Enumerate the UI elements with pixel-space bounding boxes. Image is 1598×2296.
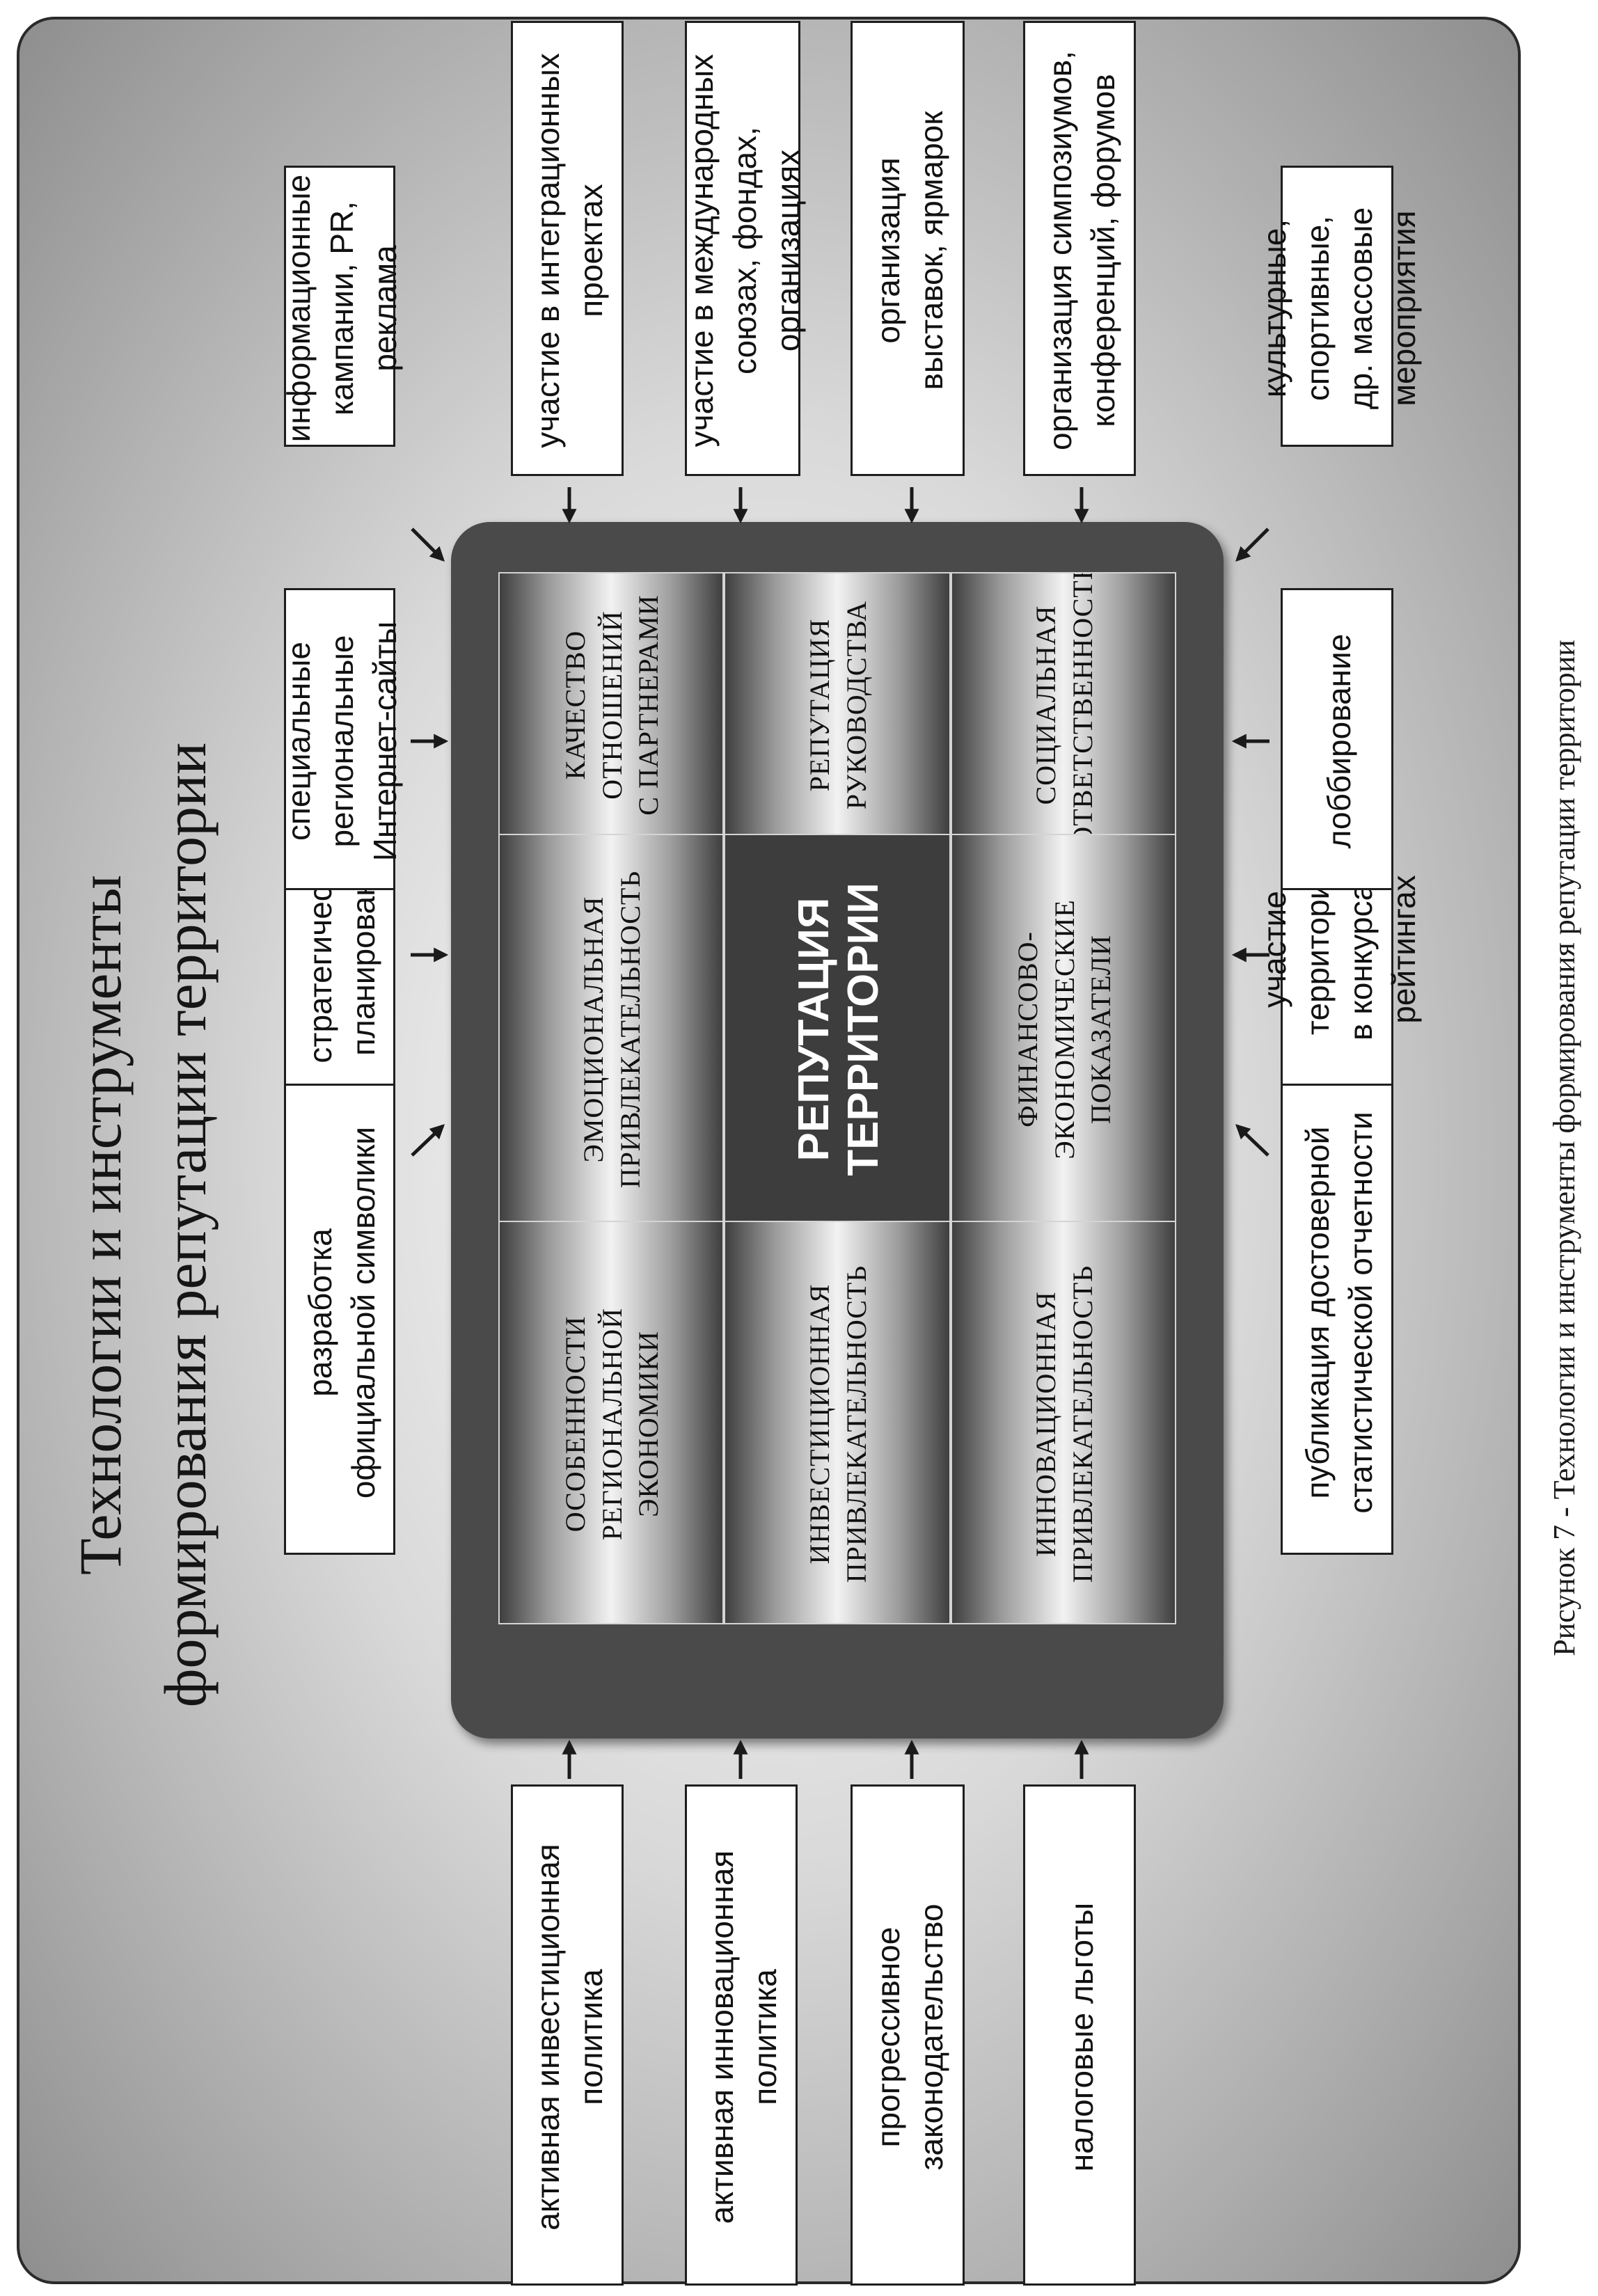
box-lobbying: лоббирование bbox=[1281, 588, 1393, 890]
box-mass-events: культурные, спортивные, др. массовые мер… bbox=[1256, 166, 1422, 447]
arrow-right-4 bbox=[1235, 528, 1269, 562]
arrow-right-1 bbox=[1235, 1124, 1269, 1157]
arrow-left-4 bbox=[411, 528, 445, 562]
cell-partner-relations: КАЧЕСТВО ОТНОШЕНИЙ С ПАРТНЕРАМИ bbox=[498, 572, 724, 835]
box-integration-projects: участие в интеграционных проектах bbox=[511, 21, 624, 476]
cell-innovation-attractiveness: ИННОВАЦИОННАЯ ПРИВЛЕКАТЕЛЬНОСТЬ bbox=[951, 1221, 1176, 1624]
box-info-campaigns: информационные кампании, PR, реклама bbox=[280, 166, 403, 447]
box-legislation: прогрессивное законодательство bbox=[851, 1784, 965, 2286]
box-international-unions: участие в международных союзах, фондах, … bbox=[683, 21, 806, 476]
figure-caption: Рисунок 7 - Технологии и инструменты фор… bbox=[1546, 640, 1581, 1656]
box-investment-policy: активная инвестиционная политика bbox=[511, 1784, 624, 2286]
cell-social-responsibility: СОЦИАЛЬНАЯ ОТВЕТСТВЕННОСТЬ bbox=[951, 572, 1176, 835]
cell-investment-attractiveness: ИНВЕСТИЦИОННАЯ ПРИВЛЕКАТЕЛЬНОСТЬ bbox=[724, 1221, 951, 1624]
box-regional-websites: специальные региональные Интернет-сайты bbox=[280, 588, 403, 890]
box-statistics: публикация достоверной статистической от… bbox=[1281, 1066, 1393, 1555]
cell-financial-indicators: ФИНАНСОВО- ЭКОНОМИЧЕСКИЕ ПОКАЗАТЕЛИ bbox=[951, 834, 1176, 1222]
cell-emotional-attractiveness: ЭМОЦИОНАЛЬНАЯ ПРИВЛЕКАТЕЛЬНОСТЬ bbox=[498, 834, 724, 1222]
box-official-symbols: разработка официальной символики bbox=[284, 1066, 395, 1555]
cell-regional-economy: ОСОБЕННОСТИ РЕГИОНАЛЬНОЙ ЭКОНОМИКИ bbox=[498, 1221, 724, 1624]
box-innovation-policy: активная инновационная политика bbox=[685, 1784, 798, 2286]
reputation-center: РЕПУТАЦИЯ ТЕРРИТОРИИ bbox=[724, 834, 951, 1222]
arrow-left-1 bbox=[411, 1124, 445, 1157]
cell-leadership-reputation: РЕПУТАЦИЯ РУКОВОДСТВА bbox=[724, 572, 951, 835]
box-exhibitions: организация выставок, ярмарок bbox=[851, 21, 965, 476]
box-symposiums: организация симпозиумов, конференций, фо… bbox=[1023, 21, 1136, 476]
box-tax-benefits: налоговые льготы bbox=[1023, 1784, 1136, 2286]
